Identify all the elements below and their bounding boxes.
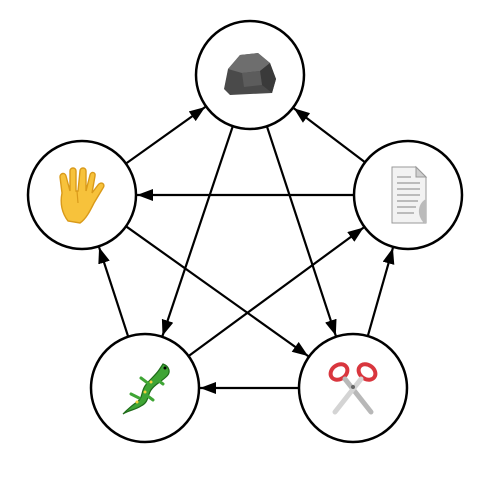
rock-icon (224, 53, 276, 95)
vulcan-salute-icon (59, 167, 105, 224)
edge-spock-to-scissors (125, 225, 309, 357)
edge-spock-to-rock (125, 106, 206, 165)
edge-paper-to-rock (293, 107, 366, 164)
node-paper (352, 139, 464, 251)
edge-scissors-to-paper (366, 247, 395, 337)
edges-layer (98, 106, 395, 394)
edge-lizard-to-spock (98, 246, 130, 338)
paper-icon (391, 165, 428, 224)
lizard-icon (122, 363, 170, 415)
scissors-icon (328, 362, 378, 415)
node-lizard (89, 332, 201, 444)
edge-lizard-to-paper (187, 226, 365, 357)
node-scissors (297, 332, 409, 444)
node-rock (194, 19, 306, 131)
edge-rock-to-lizard (161, 125, 234, 337)
edge-rock-to-scissors (265, 125, 337, 337)
node-spock (26, 139, 138, 251)
